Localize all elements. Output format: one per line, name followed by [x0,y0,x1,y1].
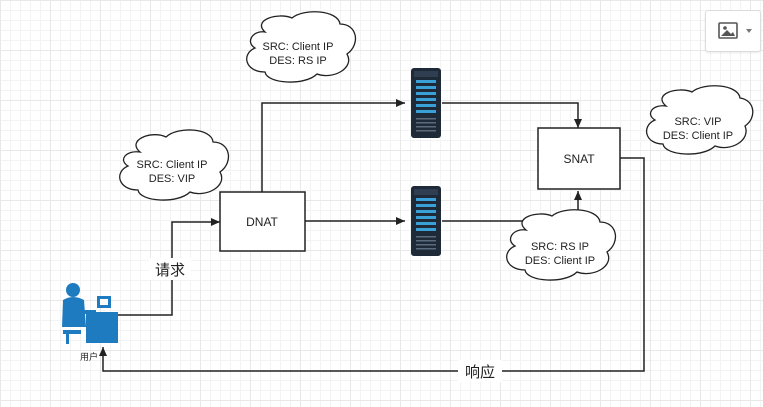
cloud-server-to-snat-line2: DES: Client IP [525,255,595,267]
cloud-server-to-snat-line1: SRC: RS IP [531,241,589,253]
edge-dnat-to-server-top[interactable] [261,99,405,192]
node-snat[interactable]: SNAT [537,127,621,190]
cloud-client-to-dnat-line2: DES: VIP [149,173,195,185]
cloud-client-to-dnat[interactable]: SRC: Client IP DES: VIP [119,129,230,201]
node-snat-label: SNAT [563,152,595,166]
node-dnat[interactable]: DNAT [219,191,306,252]
cloud-dnat-to-server[interactable]: SRC: Client IP DES: RS IP [246,11,357,83]
edge-server-top-to-snat[interactable] [442,102,582,128]
edge-label-response: 响应 [465,363,495,381]
cloud-snat-to-client-line2: DES: Client IP [663,130,733,142]
node-dnat-label: DNAT [246,215,278,229]
edge-label-request: 请求 [155,261,185,279]
cloud-dnat-to-server-line2: DES: RS IP [269,55,326,67]
user-icon[interactable] [62,283,118,344]
server-icon[interactable] [411,186,441,256]
cloud-client-to-dnat-line1: SRC: Client IP [137,159,208,171]
caret-down-icon[interactable] [746,29,752,33]
user-label: 用户 [80,351,98,363]
cloud-snat-to-client[interactable]: SRC: VIP DES: Client IP [645,85,754,155]
cloud-server-to-snat[interactable]: SRC: RS IP DES: Client IP [506,209,617,281]
insert-image-button[interactable] [705,10,761,52]
edge-response[interactable] [99,157,645,372]
server-icon[interactable] [411,68,441,138]
cloud-snat-to-client-line1: SRC: VIP [674,116,721,128]
cloud-dnat-to-server-line1: SRC: Client IP [263,41,334,53]
image-icon [718,22,752,39]
